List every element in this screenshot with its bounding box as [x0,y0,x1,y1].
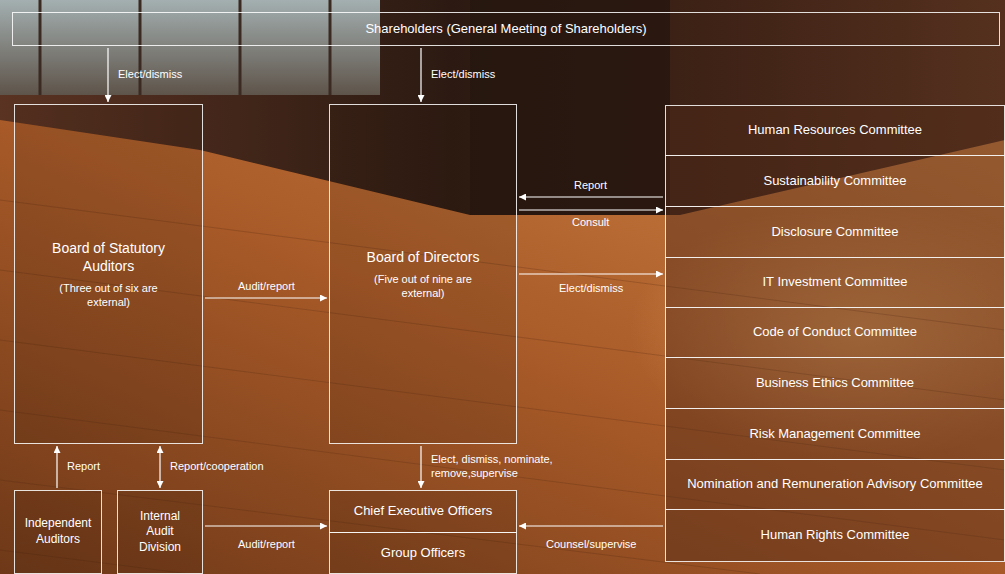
node-title: Sustainability Committee [763,173,906,190]
connector-arrow [159,446,160,488]
node-subtitle: (Three out of six are external) [49,281,169,310]
board-box: Board of Statutory Auditors (Three out of… [14,104,203,444]
connector-arrow [519,525,663,526]
mullion [239,0,242,95]
officer-box: Group Officers [329,532,517,574]
committee-box: Sustainability Committee [665,155,1005,207]
edge-label: Counsel/supervise [546,538,637,552]
committee-box: Human Rights Committee [665,509,1005,562]
connector-arrow [519,196,663,197]
node-title: Internal Audit Division [130,509,190,556]
edge-label: Elect/dismiss [559,282,623,296]
floor-highlight [630,200,1005,460]
audit-division-box: Internal Audit Division [117,490,203,574]
node-title: Group Officers [381,545,465,562]
officer-box: Chief Executive Officers [329,490,517,533]
node-title: Board of Directors [367,248,480,266]
node-title: Nomination and Remuneration Advisory Com… [687,476,983,493]
edge-label: Audit/report [238,538,295,552]
committee-box: Disclosure Committee [665,206,1005,258]
edge-label: Elect, dismiss, nominate, remove,supervi… [431,453,566,481]
committee-box: Code of Conduct Committee [665,307,1005,358]
connector-arrow [56,446,57,488]
node-title: Code of Conduct Committee [753,324,917,341]
committee-box: Risk Management Committee [665,408,1005,460]
committee-box: IT Investment Committee [665,257,1005,308]
edge-label: Consult [572,216,609,230]
node-title: Risk Management Committee [749,426,920,443]
mullion [329,0,332,95]
node-title: IT Investment Committee [763,274,908,291]
node-title: Disclosure Committee [771,224,898,241]
mullion [39,0,42,95]
node-title: Human Rights Committee [761,527,910,544]
node-subtitle: (Five out of nine are external) [363,272,483,301]
connector-arrow [420,48,421,102]
node-title: Business Ethics Committee [756,375,914,392]
edge-label: Elect/dismiss [431,68,495,82]
edge-label: Report [67,460,100,474]
connector-arrow [205,297,327,298]
node-title: Board of Statutory Auditors [46,239,171,275]
connector-arrow [107,48,108,102]
mullion [139,0,142,95]
edge-label: Elect/dismiss [118,68,182,82]
node-title: Independent Auditors [20,516,96,547]
committee-box: Human Resources Committee [665,105,1005,156]
connector-arrow [420,446,421,488]
committee-box: Business Ethics Committee [665,357,1005,409]
connector-arrow [205,525,327,526]
window-mullions [40,0,330,95]
edge-label: Report [574,179,607,193]
auditor-box: Independent Auditors [14,490,102,574]
glass-window [0,0,380,95]
plank-line [0,480,760,574]
node-title: Shareholders (General Meeting of Shareho… [365,21,646,38]
shareholders-bar: Shareholders (General Meeting of Shareho… [12,12,1000,46]
edge-label: Report/cooperation [170,460,264,474]
board-box: Board of Directors (Five out of nine are … [329,104,517,444]
committee-box: Nomination and Remuneration Advisory Com… [665,459,1005,510]
node-title: Human Resources Committee [748,122,922,139]
node-title: Chief Executive Officers [354,503,492,520]
connector-arrow [519,273,663,274]
connector-arrow [519,209,663,210]
edge-label: Audit/report [238,280,295,294]
